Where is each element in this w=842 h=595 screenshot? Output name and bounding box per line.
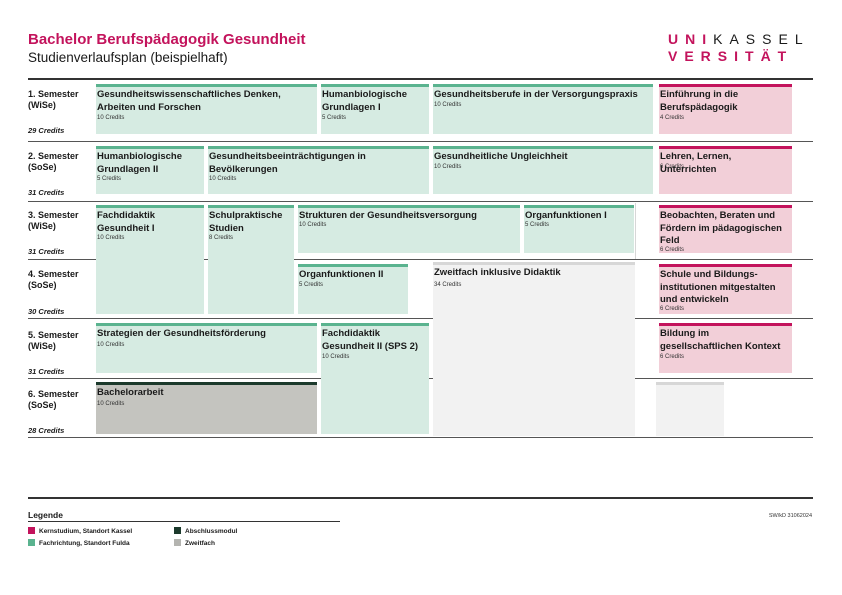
semester-label: 6. Semester(SoSe)	[28, 389, 79, 410]
semester-credits: 30 Credits	[28, 307, 65, 316]
module-einfuehrung-berufspaedagogik: Einführung in die Berufspädagogik 4 Cred…	[659, 84, 792, 134]
semester-label: 2. Semester(SoSe)	[28, 151, 79, 172]
university-logo-line1: UNIKASSEL	[668, 31, 810, 47]
legend-swatch	[28, 539, 35, 546]
module-schule-bildungsinstitutionen: Schule und Bildungs-institutionen mitges…	[659, 264, 792, 314]
module-gesundheitswissenschaftliches-denken: Gesundheitswissenschaftliches Denken, Ar…	[96, 84, 317, 134]
semester-credits: 31 Credits	[28, 367, 65, 376]
semester-divider	[28, 437, 813, 438]
semester-credits: 31 Credits	[28, 247, 65, 256]
semester-credits: 28 Credits	[28, 426, 65, 435]
legend-swatch	[174, 539, 181, 546]
module-bachelorarbeit: Bachelorarbeit 10 Credits	[96, 382, 317, 434]
module-organfunktionen-1: Organfunktionen I 5 Credits	[524, 205, 634, 253]
semester-credits: 29 Credits	[28, 126, 65, 135]
module-schulpraktische-studien: Schulpraktische Studien 8 Credits	[208, 205, 294, 314]
semester-divider	[28, 318, 813, 319]
legend-swatch	[174, 527, 181, 534]
university-logo-line2: VERSITÄT	[668, 48, 794, 64]
semester-divider	[28, 259, 813, 260]
module-gesundheitsbeeintraechtigungen: Gesundheitsbeeinträchtigungen in Bevölke…	[208, 146, 429, 194]
semester-label: 1. Semester(WiSe)	[28, 89, 79, 110]
legend-underline	[28, 521, 340, 522]
legend-item-kernstudium: Kernstudium, Standort Kassel	[28, 527, 132, 535]
page-title: Bachelor Berufspädagogik Gesundheit	[28, 31, 306, 48]
module-fachdidaktik-gesundheit-2: Fachdidaktik Gesundheit II (SPS 2) 10 Cr…	[321, 323, 429, 434]
legend-rule	[28, 497, 813, 499]
semester-divider	[28, 141, 813, 142]
zweitfach-edge	[635, 203, 636, 259]
module-lehren-lernen-unterrichten: Lehren, Lernen, Unterrichten 6 Credits	[659, 146, 792, 194]
version-code: SW/kD 31062024	[768, 513, 812, 519]
module-strukturen-gesundheitsversorgung: Strukturen der Gesundheitsversorgung 10 …	[298, 205, 520, 253]
header-rule	[28, 78, 813, 80]
module-humanbiologische-grundlagen-2: Humanbiologische Grundlagen II 5 Credits	[96, 146, 204, 194]
semester-divider	[28, 201, 813, 202]
semester-label: 3. Semester(WiSe)	[28, 210, 79, 231]
zweitfach-block	[656, 382, 724, 436]
legend-title: Legende	[28, 510, 63, 520]
legend-item-zweitfach: Zweitfach	[174, 539, 215, 547]
module-bildung-gesellschaftlicher-kontext: Bildung im gesellschaftlichen Kontext 6 …	[659, 323, 792, 373]
module-gesundheitliche-ungleichheit: Gesundheitliche Ungleichheit 10 Credits	[433, 146, 653, 194]
semester-label: 5. Semester(WiSe)	[28, 330, 79, 351]
module-beobachten-beraten-foerdern: Beobachten, Beraten und Fördern im pädag…	[659, 205, 792, 253]
legend-item-abschlussmodul: Abschlussmodul	[174, 527, 237, 535]
module-humanbiologische-grundlagen-1: Humanbiologische Grundlagen I 5 Credits	[321, 84, 429, 134]
page-subtitle: Studienverlaufsplan (beispielhaft)	[28, 50, 228, 65]
legend-swatch	[28, 527, 35, 534]
semester-label: 4. Semester(SoSe)	[28, 269, 79, 290]
module-fachdidaktik-gesundheit-1: Fachdidaktik Gesundheit I 10 Credits	[96, 205, 204, 314]
module-gesundheitsberufe: Gesundheitsberufe in der Versorgungsprax…	[433, 84, 653, 134]
legend-item-fachrichtung: Fachrichtung, Standort Fulda	[28, 539, 130, 547]
semester-credits: 31 Credits	[28, 188, 65, 197]
module-strategien-gesundheitsfoerderung: Strategien der Gesundheitsförderung 10 C…	[96, 323, 317, 373]
module-zweitfach: Zweitfach inklusive Didaktik 34 Credits	[433, 262, 635, 436]
module-organfunktionen-2: Organfunktionen II 5 Credits	[298, 264, 408, 314]
